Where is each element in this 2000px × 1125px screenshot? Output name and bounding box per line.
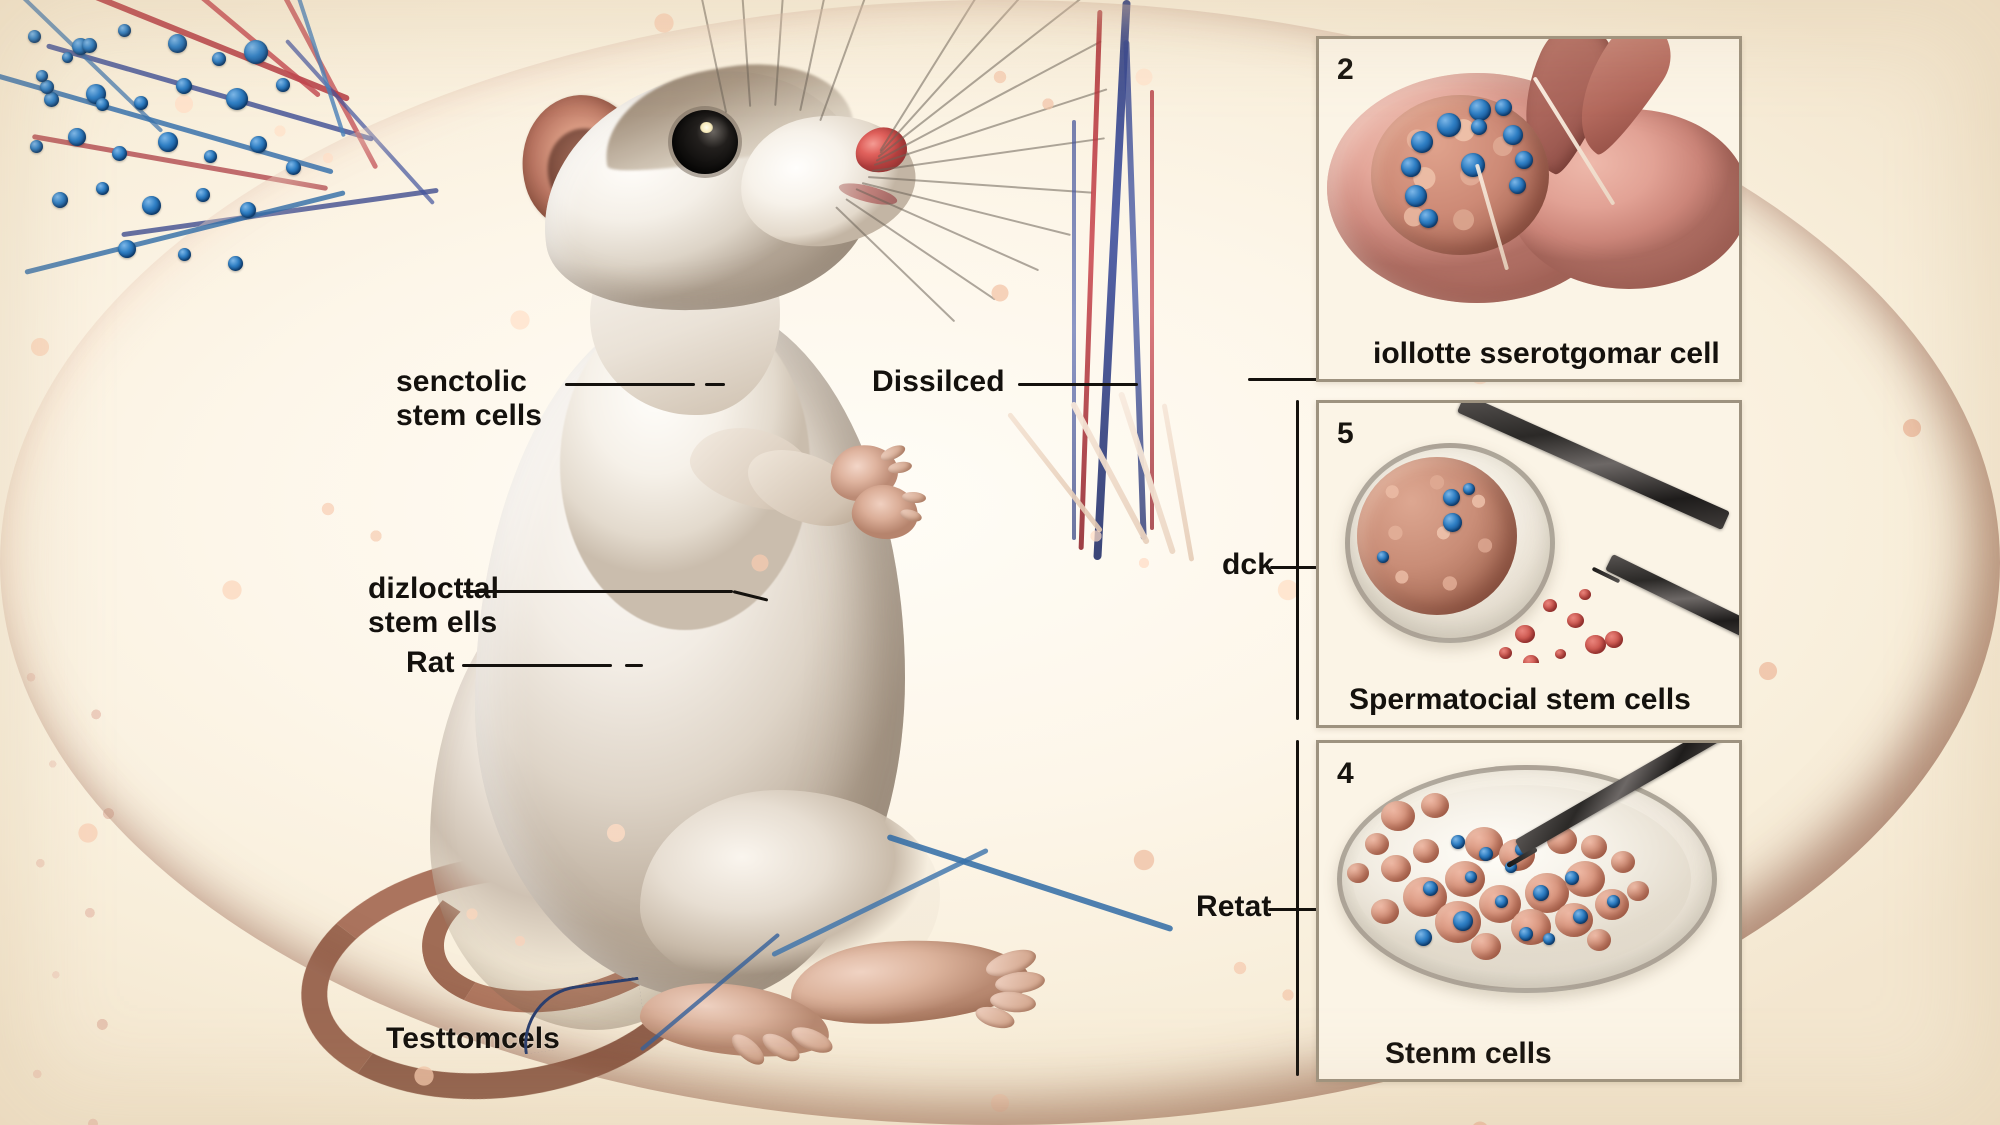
released-cell (1605, 631, 1623, 648)
label-senctolic-stem-cells: senctolic stem cells (396, 365, 543, 433)
released-cell (1499, 647, 1512, 659)
panel-2-graft-lobules (1371, 95, 1549, 255)
bracket-dck (1296, 400, 1299, 720)
panel-2-scene (1319, 39, 1739, 317)
released-cell (1515, 625, 1535, 643)
leader-line-rat (462, 664, 612, 667)
released-cell (1555, 649, 1566, 659)
leader-line-senctolic-dash (705, 383, 725, 386)
released-cell (1543, 599, 1557, 612)
panel-2-number: 2 (1337, 53, 1354, 86)
leader-line-rat-dash (625, 664, 643, 667)
leader-line-panel2 (1248, 378, 1334, 381)
panel-4[interactable]: 4 Stenm cells (1316, 740, 1742, 1082)
panel-5-caption: Spermatocial stem cells (1349, 683, 1691, 716)
released-cell (1579, 589, 1591, 600)
leader-line-senctolic (565, 383, 695, 386)
released-cell (1567, 613, 1584, 628)
label-dissilced: Dissilced (872, 365, 1005, 398)
panel-5-testis-lobules (1357, 457, 1517, 615)
panel-5-stem-cell (1377, 551, 1389, 563)
bracket-retat (1296, 740, 1299, 1076)
panel-4-number: 4 (1337, 757, 1354, 790)
label-dck: dck (1222, 548, 1274, 581)
panel-5[interactable]: 5 Spermatocial stem cells (1316, 400, 1742, 728)
label-rat: Rat (406, 646, 455, 679)
panel-5-stem-cell (1443, 489, 1460, 506)
panel-5-scene (1319, 403, 1739, 663)
panel-5-needle-lower (1605, 553, 1739, 641)
panel-2[interactable]: 2 iollotte sserotgomar cell (1316, 36, 1742, 382)
label-dizlocttal-stem-ells: dizlocttal stem ells (368, 572, 500, 640)
panel-5-stem-cell (1443, 513, 1462, 532)
leader-line-retat (1268, 908, 1318, 911)
leader-line-dissilced (1018, 383, 1138, 386)
panel-5-number: 5 (1337, 417, 1354, 450)
released-cell (1523, 655, 1539, 663)
panel-2-caption: iollotte sserotgomar cell (1373, 337, 1720, 370)
label-testtomcels: Testtomcels (386, 1022, 560, 1055)
panel-4-scene (1319, 743, 1739, 1017)
label-retat: Retat (1196, 890, 1272, 923)
panel-5-stem-cell (1463, 483, 1475, 495)
leader-line-dizlocttal (463, 590, 733, 593)
panel-4-caption: Stenm cells (1385, 1037, 1552, 1070)
leader-line-dck (1270, 566, 1318, 569)
released-cell (1585, 635, 1606, 654)
